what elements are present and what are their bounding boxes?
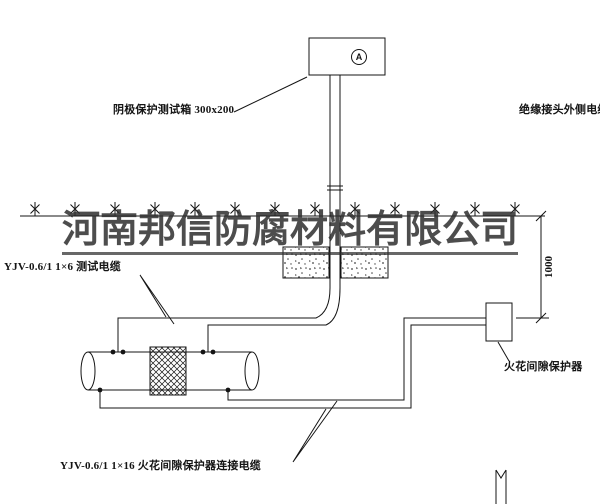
dimension-1000: 1000	[543, 256, 555, 278]
insulating-joint	[149, 346, 187, 396]
cathodic-test-box	[308, 37, 386, 76]
label-test-cable: YJV-0.6/1 1×6 测试电缆	[4, 261, 121, 273]
watermark-company-name: 河南邦信防腐材料有限公司	[62, 210, 519, 255]
label-spark-gap-protector: 火花间隙保护器	[504, 361, 583, 373]
ground-line	[20, 201, 545, 217]
label-insulated-joint-cable: 绝缘接头外侧电缆	[519, 104, 600, 116]
spark-gap-cables	[99, 317, 486, 409]
meter-letter: A	[355, 52, 363, 62]
meter-circle-icon	[351, 49, 367, 65]
depth-dimension-line	[516, 210, 549, 324]
anode-symbol	[495, 469, 507, 504]
test-cables	[117, 287, 341, 352]
label-spark-gap-cable: YJV-0.6/1 1×16 火花间隙保护器连接电缆	[60, 460, 262, 472]
label-test-box: 阴极保护测试箱 300x200	[113, 104, 235, 116]
leader-lines	[139, 76, 510, 463]
spark-gap-protector	[485, 302, 513, 342]
